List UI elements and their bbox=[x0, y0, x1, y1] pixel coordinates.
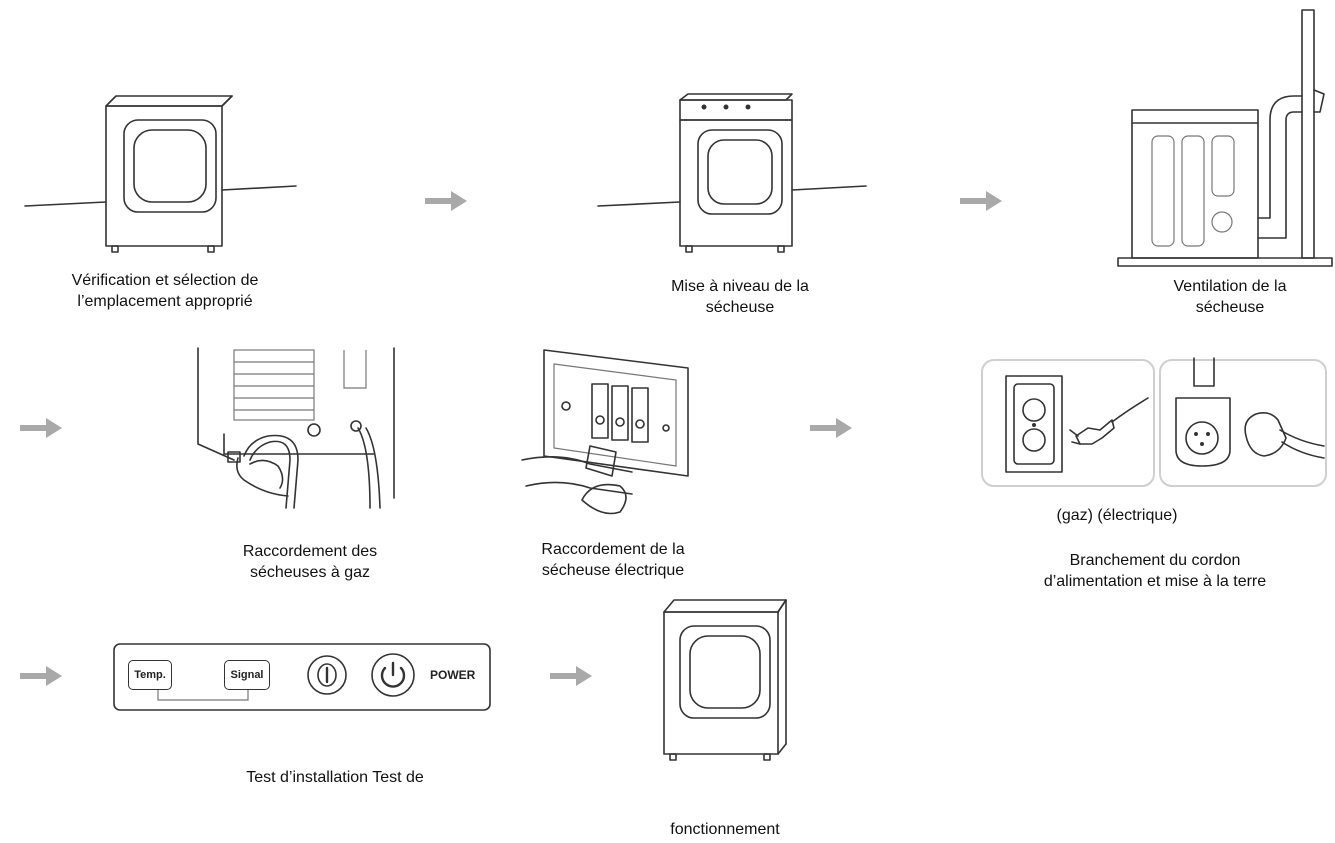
step4-caption: Raccordement des sécheuses à gaz bbox=[210, 541, 410, 583]
step6-sublabel: (gaz) (électrique) bbox=[1056, 507, 1178, 524]
temp-button-label: Temp. bbox=[134, 669, 166, 681]
arrow-right-icon bbox=[425, 191, 467, 211]
signal-button[interactable]: Signal bbox=[224, 660, 270, 690]
step5-caption-line2: sécheuse électrique bbox=[541, 562, 685, 579]
gas-connection-illustration bbox=[194, 347, 400, 514]
power-icon bbox=[371, 653, 415, 697]
dryer-leveling-illustration bbox=[596, 92, 868, 253]
step1-caption-line1: Vérification et sélection de bbox=[71, 272, 259, 289]
arrow-right-icon bbox=[810, 418, 852, 438]
step8-caption: fonctionnement bbox=[670, 821, 780, 838]
arrow-right-icon bbox=[550, 666, 592, 686]
step6-caption: Branchement du cordon d’alimentation et … bbox=[1000, 550, 1310, 592]
step1-caption: Vérification et sélection de l’emplaceme… bbox=[40, 270, 290, 312]
arrow-right-icon bbox=[960, 191, 1002, 211]
step3-caption: Ventilation de la sécheuse bbox=[1130, 276, 1330, 318]
step1-caption-line2: l’emplacement approprié bbox=[77, 293, 253, 310]
signal-button-label: Signal bbox=[230, 669, 264, 681]
step5-caption-line1: Raccordement de la bbox=[541, 541, 685, 558]
step2-caption-line2: sécheuse bbox=[705, 299, 775, 316]
step4-caption-line2: sécheuses à gaz bbox=[249, 564, 371, 581]
arrow-right-icon bbox=[20, 418, 62, 438]
step5-caption: Raccordement de la sécheuse électrique bbox=[520, 539, 706, 581]
electric-connection-illustration bbox=[520, 348, 692, 520]
step3-caption-line2: sécheuse bbox=[1195, 299, 1265, 316]
arrow-right-icon bbox=[20, 666, 62, 686]
step4-caption-line1: Raccordement des bbox=[242, 543, 378, 560]
power-label: POWER bbox=[430, 668, 476, 682]
power-cord-illustration bbox=[980, 357, 1330, 490]
step7-caption: Test d’installation Test de bbox=[246, 769, 424, 786]
step6-caption-line2: d’alimentation et mise à la terre bbox=[1043, 573, 1267, 590]
power-button[interactable] bbox=[370, 652, 416, 698]
control-panel-illustration: Temp. Signal POWER bbox=[112, 642, 492, 714]
step6-caption-line1: Branchement du cordon bbox=[1069, 552, 1241, 569]
temp-button[interactable]: Temp. bbox=[128, 660, 172, 690]
step3-caption-line1: Ventilation de la bbox=[1173, 278, 1287, 295]
step2-caption: Mise à niveau de la sécheuse bbox=[640, 276, 840, 318]
step2-caption-line1: Mise à niveau de la bbox=[671, 278, 809, 295]
start-pause-button[interactable] bbox=[306, 654, 348, 696]
dryer-location-illustration bbox=[20, 94, 300, 254]
start-pause-icon bbox=[307, 655, 347, 695]
dryer-venting-illustration bbox=[1110, 8, 1335, 270]
dryer-operation-illustration bbox=[660, 598, 790, 764]
